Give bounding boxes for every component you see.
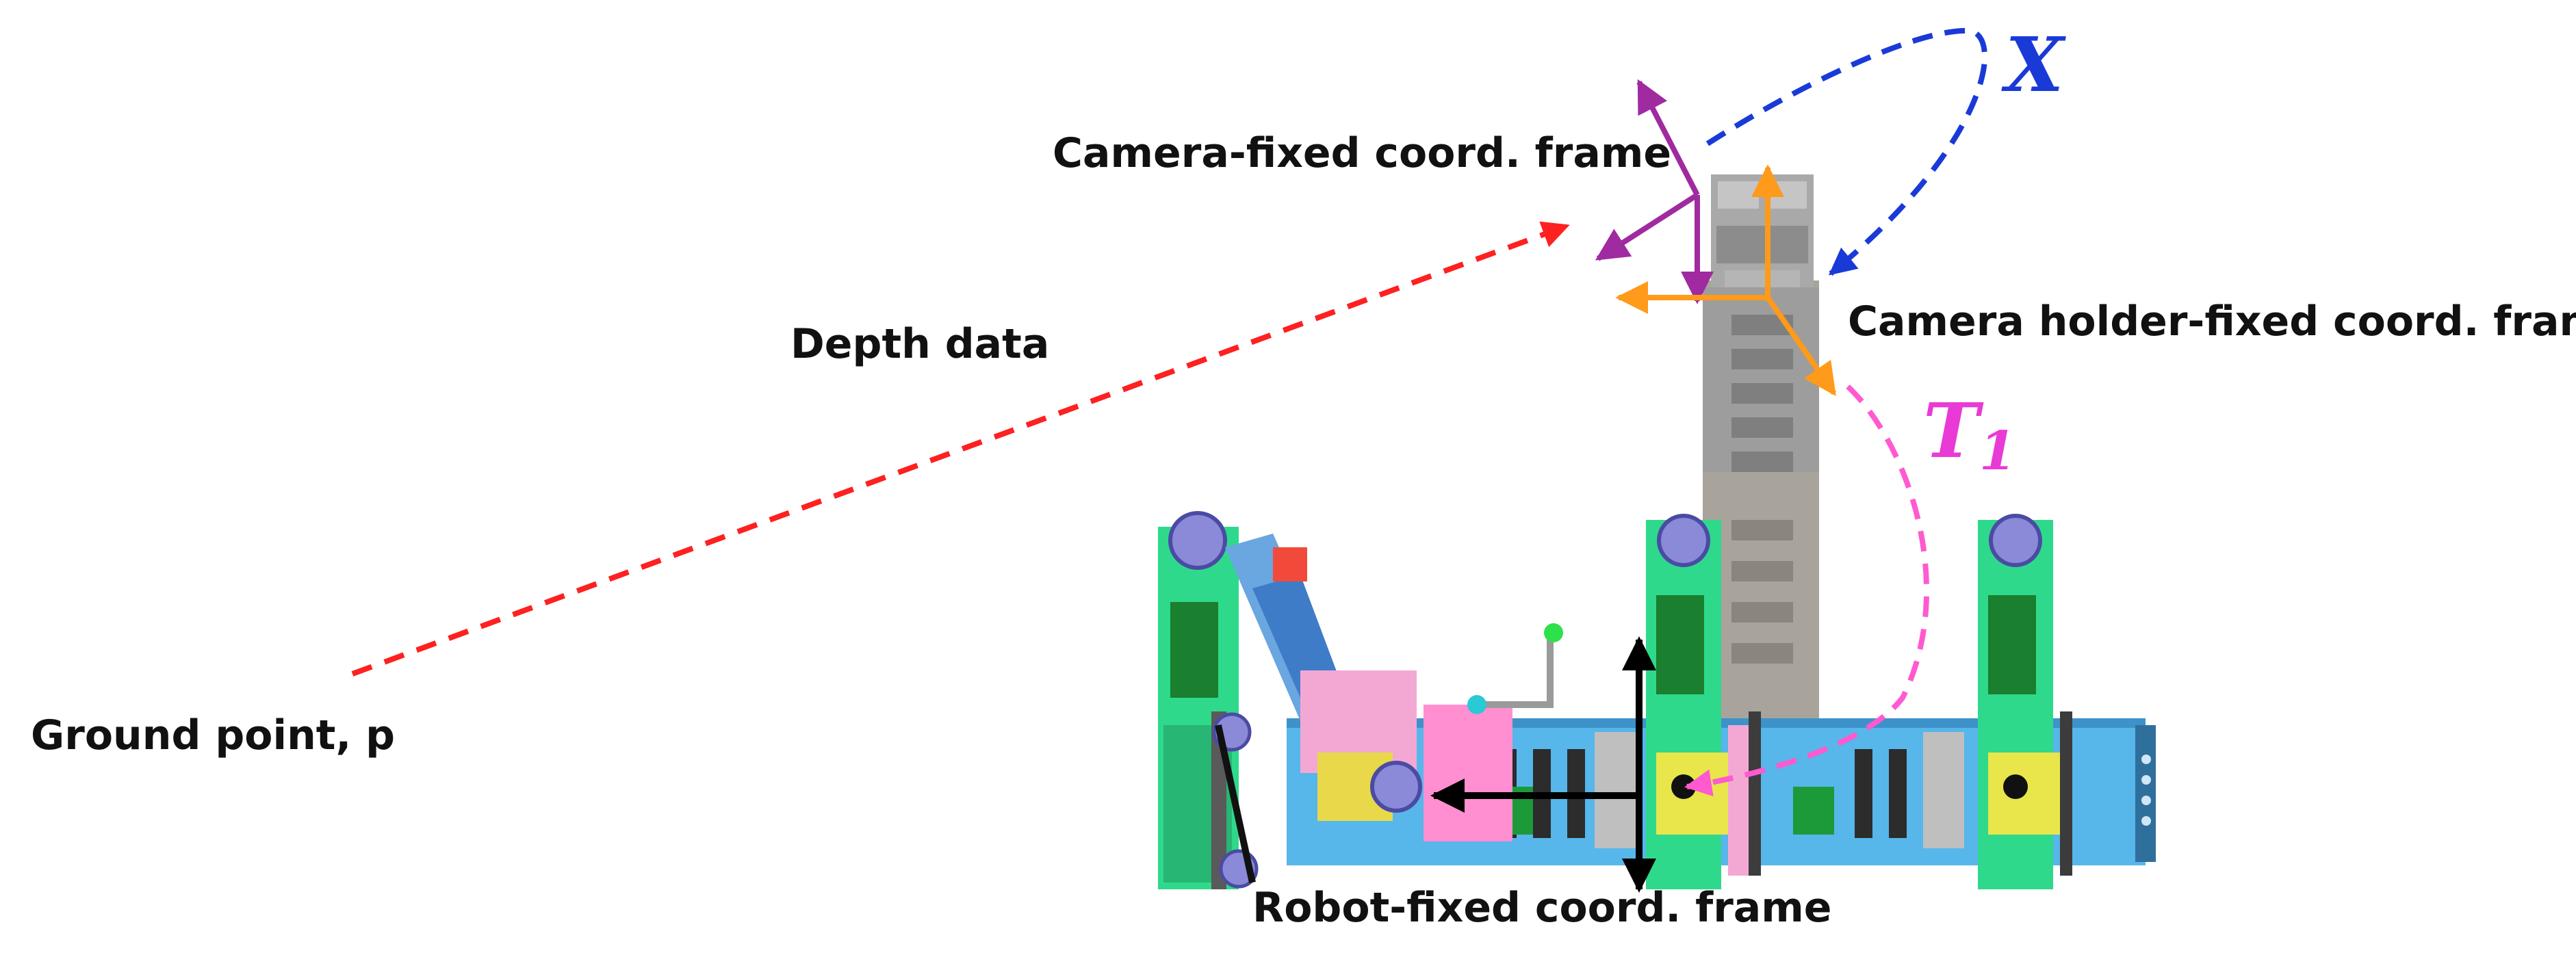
transform-t1-symbol: T [1923, 387, 1979, 475]
transform-x-label: X [2005, 21, 2064, 109]
robot-illustration [1158, 174, 2156, 889]
camera-frame-axes [1595, 79, 1714, 304]
robot-frame-axes [1430, 636, 1656, 893]
right-leg [1978, 514, 2072, 889]
depth-data-ray [351, 221, 1570, 677]
transform-t1-arc [1684, 384, 1930, 797]
robot-frame-label: Robot-fixed coord. frame [1252, 884, 1832, 932]
transform-t1-subscript: 1 [1979, 420, 2017, 482]
holder-frame-label: Camera holder-fixed coord. frame [1848, 298, 2576, 345]
sensor-stalk [1467, 623, 1563, 714]
transform-x-arc [1705, 27, 1987, 276]
depth-data-label: Depth data [790, 320, 1050, 368]
transform-t1-label: T1 [1923, 393, 2016, 478]
camera-mast [1703, 174, 1819, 718]
left-leg [1158, 511, 1512, 889]
camera-frame-label: Camera-fixed coord. frame [1053, 129, 1672, 177]
ground-point-label: Ground point, p [31, 711, 396, 759]
holder-frame-axes [1615, 164, 1837, 396]
